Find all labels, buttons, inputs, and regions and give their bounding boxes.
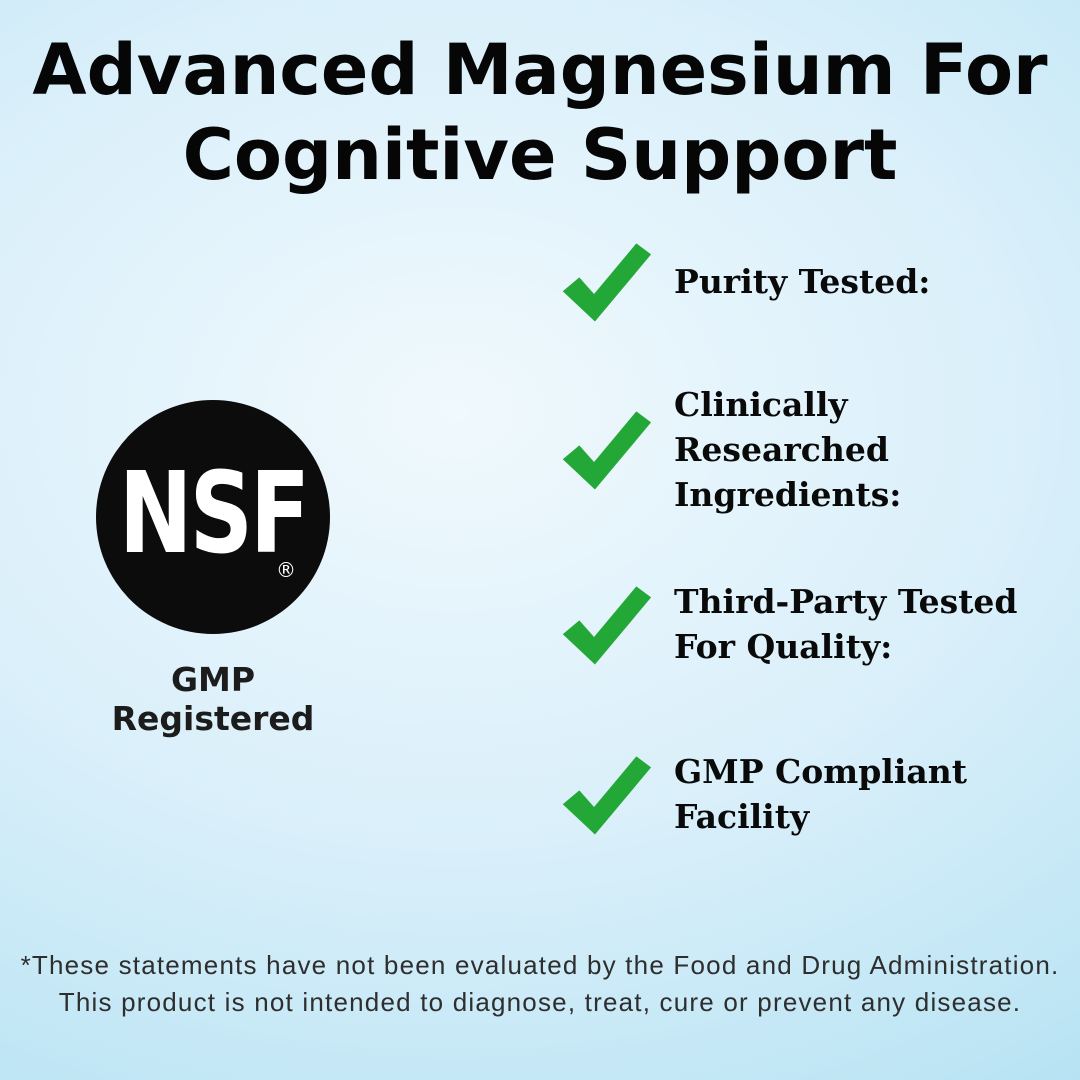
fda-disclaimer-line1: *These statements have not been evaluate… <box>20 949 1060 980</box>
checklist-item-label: GMP Compliant Facility <box>674 752 967 836</box>
nsf-logo-text: NSF <box>118 446 310 579</box>
fda-disclaimer-line2: This product is not intended to diagnose… <box>58 987 1022 1018</box>
checkmark-icon <box>562 586 652 665</box>
checklist-item-label: Third-Party Tested For Quality: <box>674 582 1018 666</box>
nsf-logo-circle: NSF ® <box>96 400 330 634</box>
checkmark-icon <box>562 243 652 322</box>
checklist-item: GMP Compliant Facility <box>560 750 967 840</box>
fda-disclaimer: *These statements have not been evaluate… <box>0 947 1080 1022</box>
checkmark-icon <box>562 756 652 835</box>
checklist-item: Clinically Researched Ingredients: <box>560 383 902 518</box>
checklist-item: Third-Party Tested For Quality: <box>560 580 1018 670</box>
nsf-badge: NSF ® GMP Registered <box>78 400 348 738</box>
checkmark-icon <box>562 411 652 490</box>
registered-trademark-icon: ® <box>276 558 296 582</box>
checklist-item-label: Clinically Researched Ingredients: <box>674 385 902 514</box>
page-title: Advanced Magnesium For Cognitive Support <box>32 29 1048 197</box>
gmp-registered-caption: GMP Registered <box>111 660 315 738</box>
checklist-item-label: Purity Tested: <box>674 261 931 301</box>
checklist-item: Purity Tested: <box>560 240 930 324</box>
